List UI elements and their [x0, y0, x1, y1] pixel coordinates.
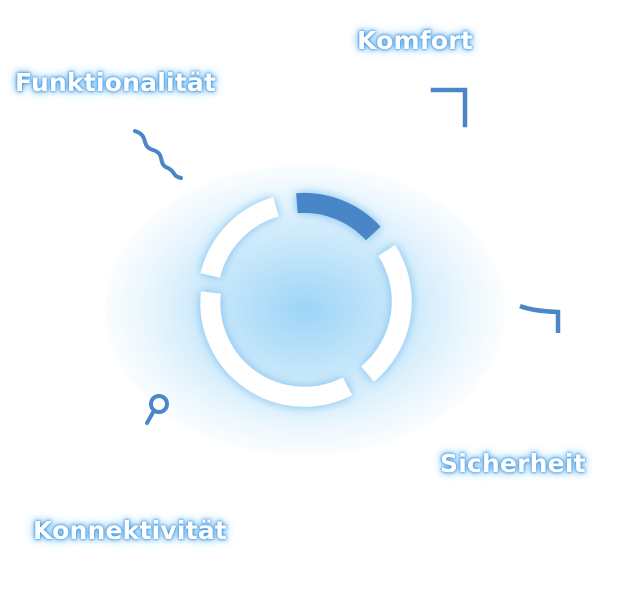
- ring-segment-right: [361, 244, 412, 382]
- label-konnektivitaet: Konnektivität: [33, 516, 228, 545]
- hook-icon: [519, 303, 561, 333]
- label-funktionalitaet: Funktionalität: [15, 68, 217, 97]
- label-sicherheit: Sicherheit: [440, 449, 586, 478]
- ring-segment-top-right-accent: [296, 192, 381, 241]
- label-komfort: Komfort: [357, 26, 473, 55]
- ring-segment-top-left: [200, 197, 280, 279]
- ring-segment-bottom: [200, 291, 353, 407]
- corner-bracket-icon: [430, 87, 468, 128]
- zigzag-icon: [133, 129, 183, 180]
- magnifier-icon: [145, 394, 169, 425]
- ring-segments: [200, 192, 412, 407]
